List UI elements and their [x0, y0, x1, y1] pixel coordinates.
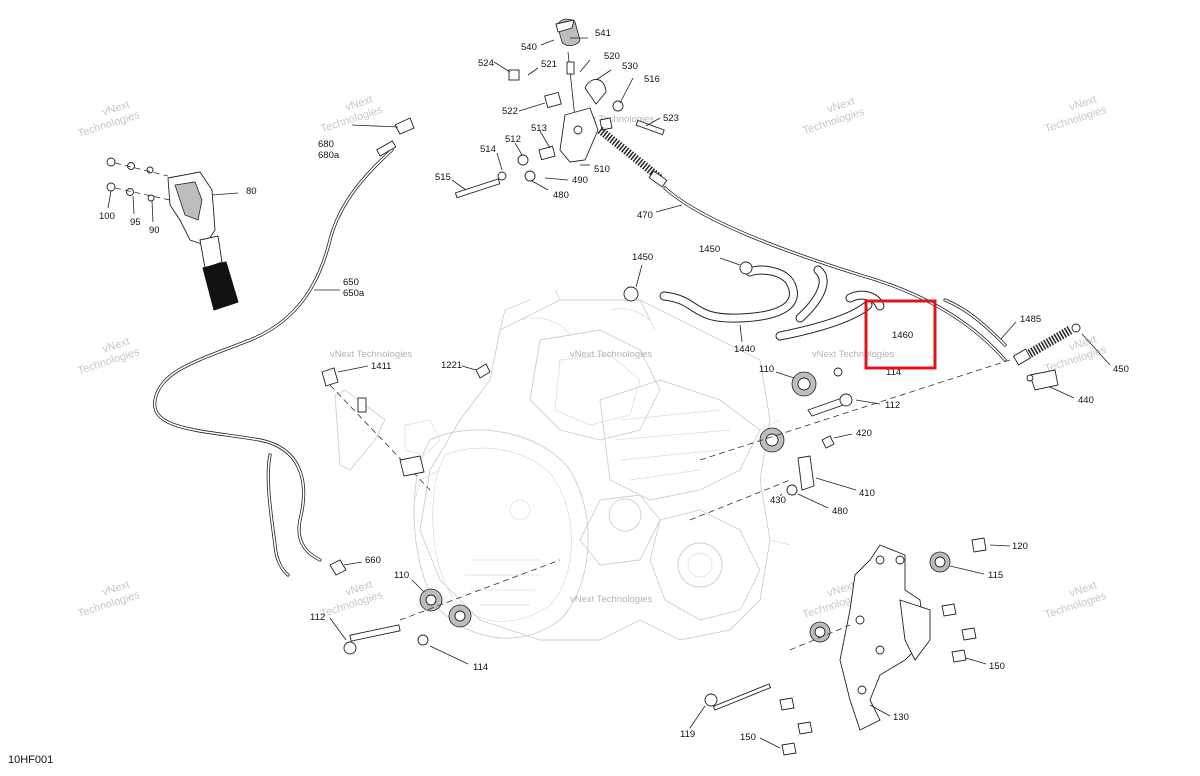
shift-cable-470 — [655, 186, 1111, 399]
shifter-assembly — [451, 18, 668, 199]
middle-small-parts — [321, 363, 491, 491]
callout-516: 516 — [644, 74, 660, 85]
callout-514: 514 — [480, 144, 496, 155]
watermark-inline: vNext Technologies — [330, 349, 412, 360]
throttle-cable-650 — [153, 117, 415, 577]
figure-id: 10HF001 — [8, 754, 54, 766]
callout-114: 114 — [886, 367, 901, 378]
callout-1450: 1450 — [632, 252, 653, 263]
callout-680: 680 — [318, 139, 334, 150]
callout-650: 650 — [343, 277, 359, 288]
callout-410: 410 — [859, 488, 875, 499]
callout-100: 100 — [99, 211, 115, 222]
callout-labels: 540 541 524 521 520 530 516 522 523 513 … — [99, 28, 1129, 743]
throttle-pedal-assembly — [106, 157, 239, 311]
callout-80: 80 — [246, 186, 257, 197]
watermark-inline: vNext Technologies — [570, 594, 652, 605]
callout-1485: 1485 — [1020, 314, 1041, 325]
engine-ghost — [334, 289, 791, 641]
callout-520: 520 — [604, 51, 620, 62]
vent-hoses — [623, 257, 1007, 347]
callout-522: 522 — [502, 106, 518, 117]
callout-1411: 1411 — [371, 361, 391, 372]
callout-650a: 650a — [343, 288, 365, 299]
pulley-mount-left — [329, 559, 561, 665]
pulley-mount-right — [689, 359, 1011, 521]
callout-150: 150 — [740, 732, 756, 743]
callout-1440: 1440 — [734, 344, 755, 355]
callout-470: 470 — [637, 210, 653, 221]
callout-512: 512 — [505, 134, 521, 145]
callout-114: 114 — [473, 662, 488, 673]
callout-541: 541 — [595, 28, 611, 39]
callout-110: 110 — [394, 570, 409, 581]
callout-112: 112 — [310, 612, 325, 623]
callout-521: 521 — [541, 59, 557, 70]
callout-120: 120 — [1012, 541, 1028, 552]
callout-513: 513 — [531, 123, 547, 134]
callout-515: 515 — [435, 172, 451, 183]
support-bracket — [689, 537, 1011, 756]
watermarks: vNext Technologies vNext Technologies vN… — [76, 93, 1108, 621]
callout-112: 112 — [885, 400, 900, 411]
highlight-box-1460 — [864, 299, 937, 370]
callout-95: 95 — [130, 217, 141, 228]
callout-115: 115 — [988, 570, 1003, 581]
watermark-inline: vNext Technologies — [812, 349, 894, 360]
callout-110: 110 — [759, 364, 774, 375]
watermark-inline: vNext Technologies — [570, 349, 652, 360]
callout-1460: 1460 — [892, 330, 913, 341]
callout-660: 660 — [365, 555, 381, 566]
callout-524: 524 — [478, 58, 494, 69]
callout-530: 530 — [622, 61, 638, 72]
callout-523: 523 — [663, 113, 679, 124]
callout-130: 130 — [893, 712, 909, 723]
callout-510: 510 — [594, 164, 610, 175]
callout-490: 490 — [572, 175, 588, 186]
callout-540: 540 — [521, 42, 537, 53]
callout-119: 119 — [680, 729, 695, 740]
callout-90: 90 — [149, 225, 160, 236]
callout-1450: 1450 — [699, 244, 720, 255]
callout-480: 480 — [832, 506, 848, 517]
watermark-inline: vNext Technologies — [572, 114, 654, 125]
callout-680a: 680a — [318, 150, 340, 161]
callout-420: 420 — [856, 428, 872, 439]
callout-1221: 1221 — [441, 360, 462, 371]
callout-150: 150 — [989, 661, 1005, 672]
callout-450: 450 — [1113, 364, 1129, 375]
callout-440: 440 — [1078, 395, 1094, 406]
callout-480: 480 — [553, 190, 569, 201]
callout-430: 430 — [770, 495, 786, 506]
